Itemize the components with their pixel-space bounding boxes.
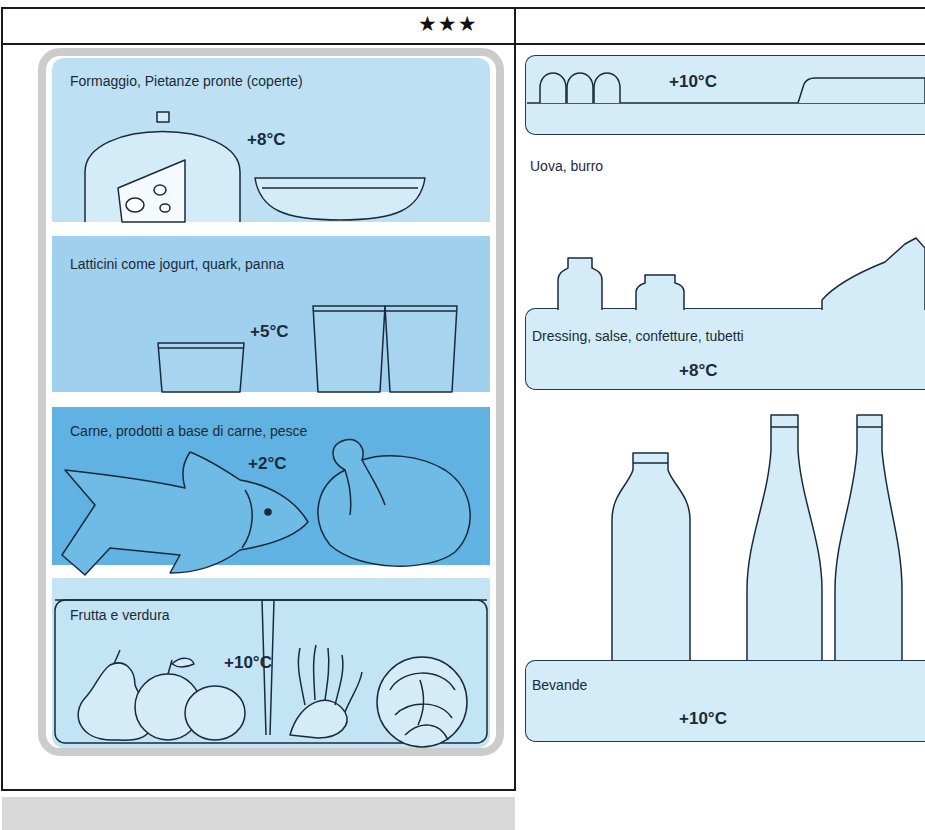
pear-stem	[114, 650, 120, 664]
cheese-dome	[85, 132, 240, 223]
shelf-heading: Bevande	[532, 677, 587, 693]
fish-gill	[242, 490, 252, 548]
apple-leaf	[168, 658, 194, 674]
tall-bottle	[747, 415, 822, 660]
yogurt-cup	[158, 343, 244, 392]
cheese-hole	[154, 185, 166, 195]
chicken	[318, 440, 470, 567]
chicken-leg	[362, 460, 385, 505]
quark-cup	[385, 306, 457, 392]
cream-cup	[313, 306, 385, 392]
cup-rim	[158, 347, 244, 349]
shelf-heading: Latticini come jogurt, quark, panna	[70, 256, 284, 272]
lemon	[185, 686, 245, 740]
chicken-wing	[345, 470, 351, 515]
door-shelf: Bevande +10°C	[525, 660, 925, 742]
temperature-label: +10°C	[224, 653, 272, 673]
temperature-label: +8°C	[247, 130, 285, 150]
cup-rim	[385, 310, 457, 312]
door-top-line	[515, 7, 925, 9]
apple	[135, 674, 201, 740]
jam-jar	[558, 258, 602, 310]
egg	[540, 73, 566, 103]
egg	[594, 73, 620, 103]
interior-panel	[42, 52, 500, 752]
milk-bottle	[612, 453, 690, 660]
drawer-divider	[262, 600, 274, 735]
egg	[567, 73, 593, 103]
shelf-heading: Formaggio, Pietanze pronte (coperte)	[70, 73, 303, 89]
temperature-label: +5°C	[250, 322, 288, 342]
cheese-hole	[160, 204, 170, 212]
temperature-label: +10°C	[679, 709, 727, 729]
pear	[78, 663, 152, 740]
sauce-jar	[636, 275, 684, 310]
shelf-band: Carne, prodotti a base di carne, pesce +2…	[52, 407, 490, 565]
crisper-band: Frutta e verdura +10°C	[52, 578, 490, 748]
butter-dish	[798, 78, 925, 103]
lettuce	[377, 657, 467, 747]
temperature-label: +8°C	[679, 361, 717, 381]
fennel-bulb	[290, 700, 347, 738]
fish-eye	[265, 509, 271, 515]
shelf-heading: Dressing, salse, confetture, tubetti	[532, 328, 744, 344]
shelf-heading: Carne, prodotti a base di carne, pesce	[70, 423, 307, 439]
freezer-stars: ★★★	[418, 13, 477, 34]
fridge-base	[2, 797, 515, 830]
door-shelf: Dressing, salse, confetture, tubetti +8°C	[525, 308, 925, 390]
fennel-stalks	[298, 645, 362, 712]
lettuce-leaves	[390, 673, 455, 740]
door-shelf: +10°CUova, burro	[525, 55, 925, 135]
fish	[62, 452, 308, 575]
temperature-label: +10°C	[669, 72, 717, 92]
drawer-top	[55, 599, 487, 601]
bottle-cap	[857, 426, 882, 428]
shelf-heading: Frutta e verdura	[70, 607, 170, 623]
shelf-band: Latticini come jogurt, quark, panna +5°C	[52, 236, 490, 392]
fridge-body	[2, 8, 515, 790]
bowl	[255, 178, 425, 220]
tall-bottle	[835, 415, 902, 660]
dome-knob	[157, 112, 169, 122]
cup-rim	[313, 310, 385, 312]
shelf-band: Formaggio, Pietanze pronte (coperte) +8°C	[52, 58, 490, 222]
shelf-heading: Uova, burro	[530, 158, 603, 174]
cheese-hole	[126, 198, 144, 212]
crisper-drawer	[55, 600, 487, 743]
freezer-line	[2, 43, 925, 45]
cheese-wedge	[118, 160, 185, 222]
bottle-cap	[633, 462, 668, 464]
bottle-cap	[771, 426, 798, 428]
egg-tray-line	[527, 102, 925, 104]
temperature-label: +2°C	[248, 454, 286, 474]
bowl-rim	[262, 187, 418, 189]
dressing-bottle	[822, 238, 925, 310]
